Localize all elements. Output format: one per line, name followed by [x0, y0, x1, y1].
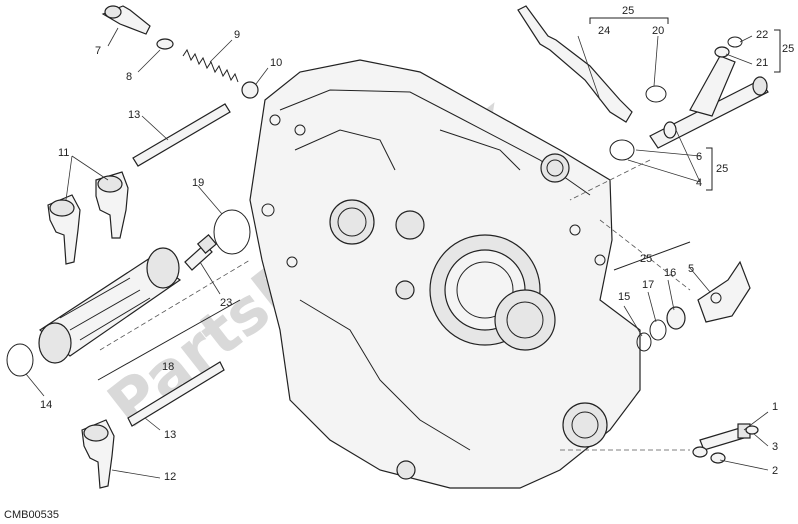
callout-17: 17: [642, 279, 654, 291]
part-5-plate: [697, 260, 751, 323]
callout-19: 19: [192, 177, 204, 189]
part-shift-drum: [38, 247, 182, 364]
callout-25-right-upper: 25: [782, 43, 794, 55]
part-shift-shaft: [649, 55, 769, 149]
part-1-bolts: [699, 423, 751, 451]
part-3-washer: [745, 425, 759, 435]
callout-25-right-lower: 25: [716, 163, 728, 175]
callout-11: 11: [58, 147, 69, 159]
part-11-forks: [47, 171, 129, 265]
callout-15: 15: [618, 291, 630, 303]
callout-8: 8: [126, 71, 132, 83]
part-12-fork: [81, 419, 115, 489]
callout-10: 10: [270, 57, 282, 69]
part-9-spring: [182, 48, 239, 83]
callout-6: 6: [696, 151, 702, 163]
callout-5: 5: [688, 263, 694, 275]
callout-7: 7: [95, 45, 101, 57]
callout-22: 22: [756, 29, 768, 41]
part-4-bushing: [663, 121, 677, 139]
callout-25-mid: 25: [640, 253, 652, 265]
callout-13-upper: 13: [128, 109, 140, 121]
part-22-clip: [727, 36, 743, 48]
callout-18: 18: [162, 361, 174, 373]
part-6-spring: [609, 139, 635, 161]
callout-14: 14: [40, 399, 52, 411]
group-brackets: [97, 17, 781, 381]
part-7-pin: [101, 5, 151, 35]
part-19-oring: [213, 209, 251, 255]
part-2-washer: [692, 446, 708, 458]
part-21-washer: [714, 46, 730, 58]
callout-24: 24: [598, 25, 610, 37]
callout-2: 2: [772, 465, 778, 477]
part-14-circlip: [6, 343, 34, 377]
assembly-axis-lines: [99, 159, 691, 451]
part-20-spring: [645, 85, 667, 103]
leader-lines: [25, 27, 769, 479]
part-23-bolt: [184, 234, 218, 271]
callout-21: 21: [756, 57, 768, 69]
callout-25-top: 25: [622, 5, 634, 17]
callout-13-lower: 13: [164, 429, 176, 441]
part-16-seal: [666, 306, 686, 330]
part-10-ball: [241, 81, 259, 99]
crankcase-half: [249, 59, 641, 489]
part-8-washer: [156, 38, 174, 50]
callout-3: 3: [772, 441, 778, 453]
callout-9: 9: [234, 29, 240, 41]
diagram-code: CMB00535: [4, 509, 59, 521]
callout-4: 4: [696, 177, 702, 189]
part-2b-washer: [710, 452, 726, 464]
part-24-lever: [517, 5, 633, 123]
part-17-ring: [649, 319, 667, 341]
callout-12: 12: [164, 471, 176, 483]
callout-1: 1: [772, 401, 778, 413]
part-13-rod-lower: [127, 361, 225, 427]
callout-16: 16: [664, 267, 676, 279]
part-15-circlip: [636, 332, 652, 352]
part-13-rod-upper: [132, 103, 231, 167]
callout-20: 20: [652, 25, 664, 37]
callout-23: 23: [220, 297, 232, 309]
